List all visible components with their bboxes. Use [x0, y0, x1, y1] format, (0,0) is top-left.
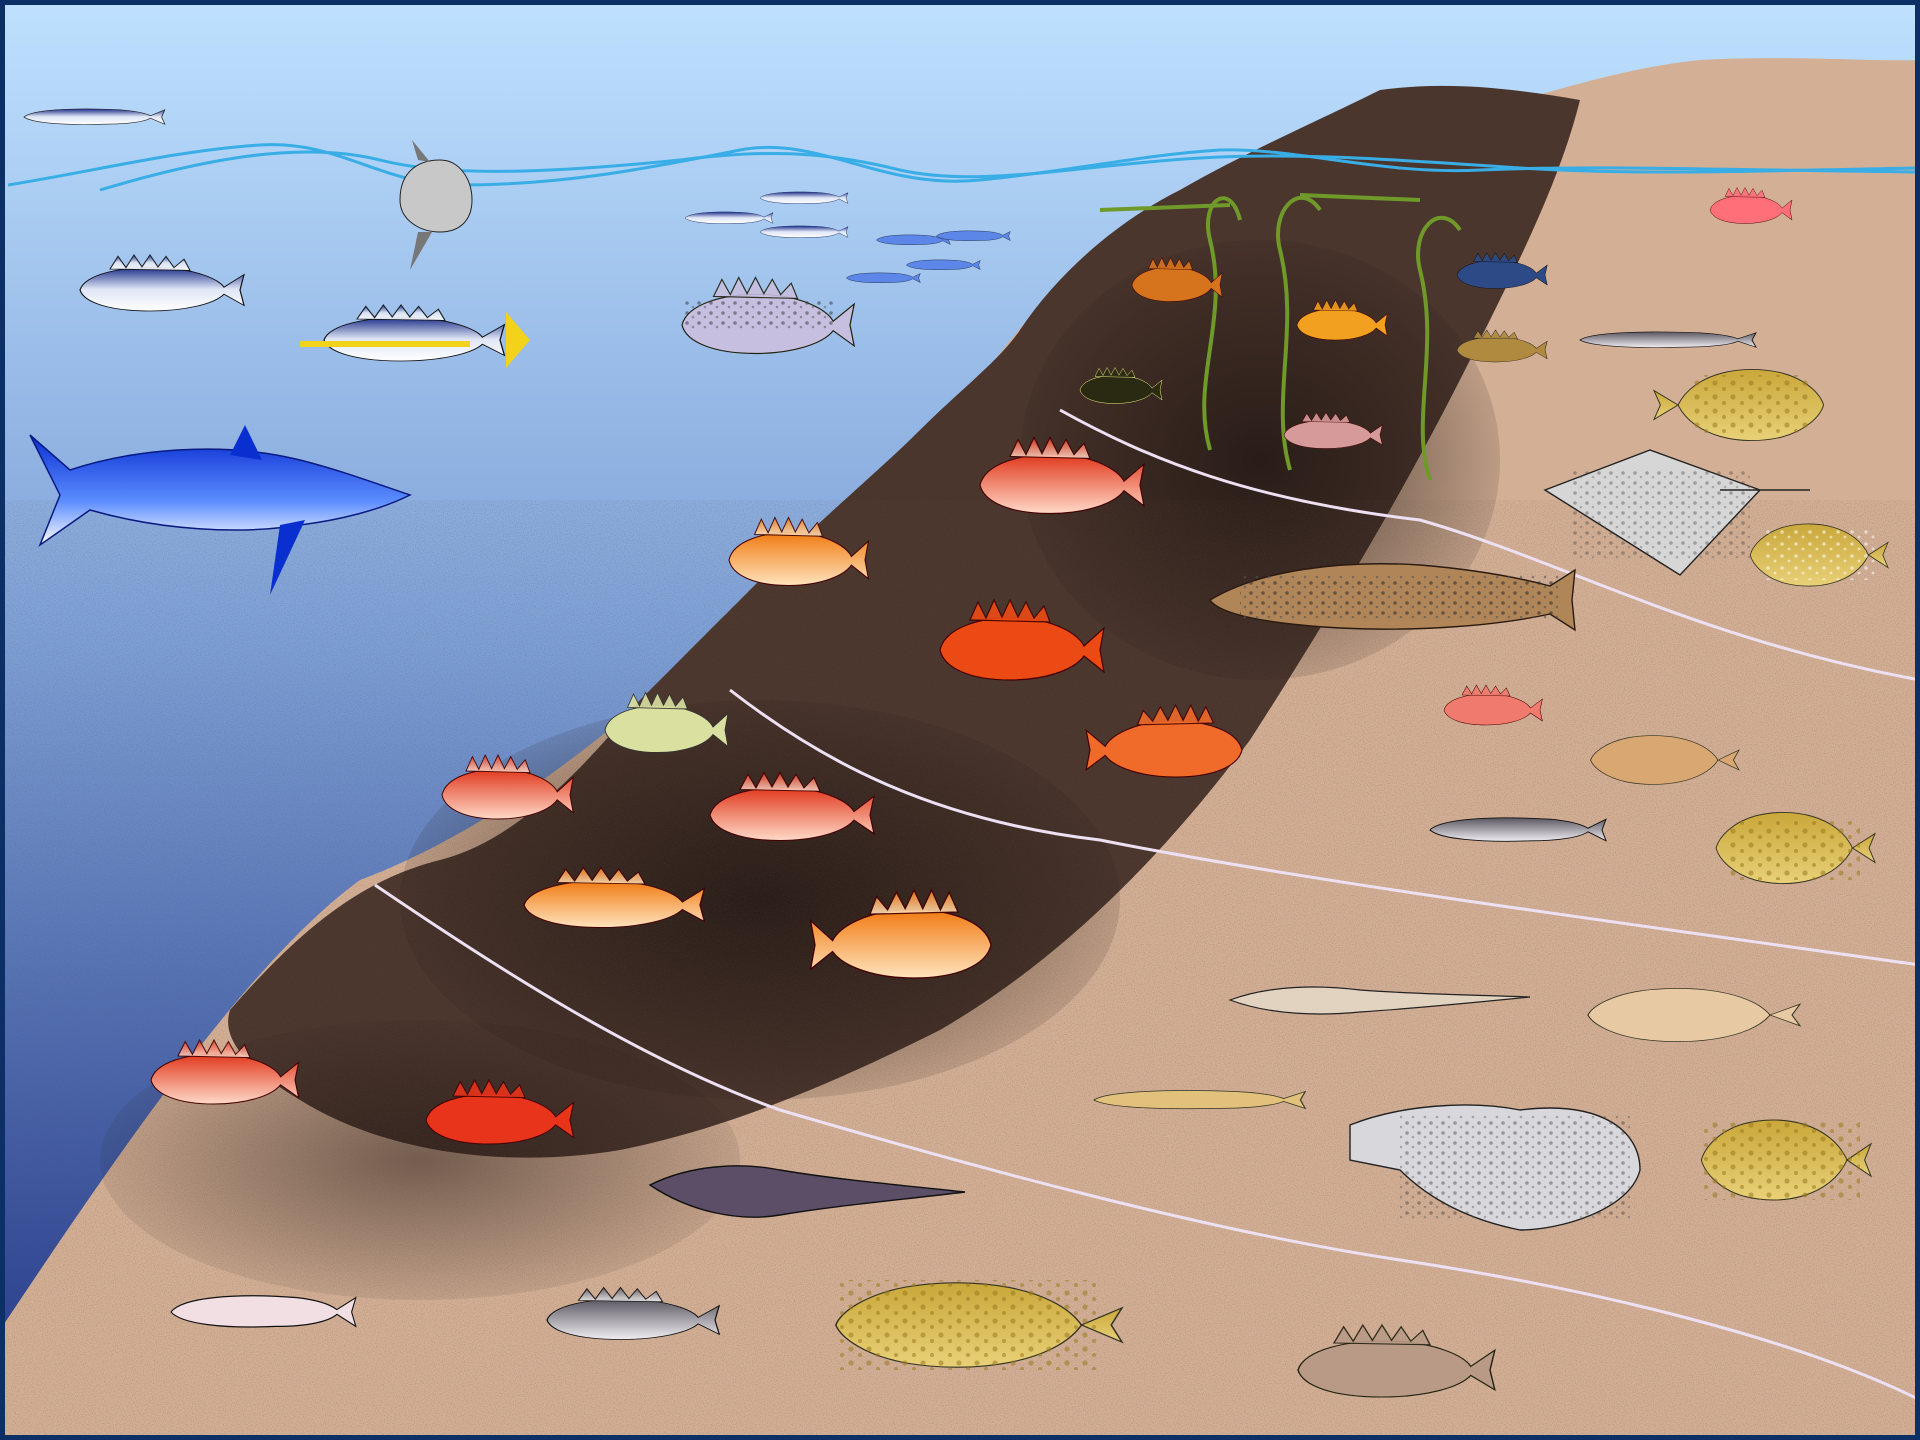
sunfish-icon — [400, 160, 472, 232]
